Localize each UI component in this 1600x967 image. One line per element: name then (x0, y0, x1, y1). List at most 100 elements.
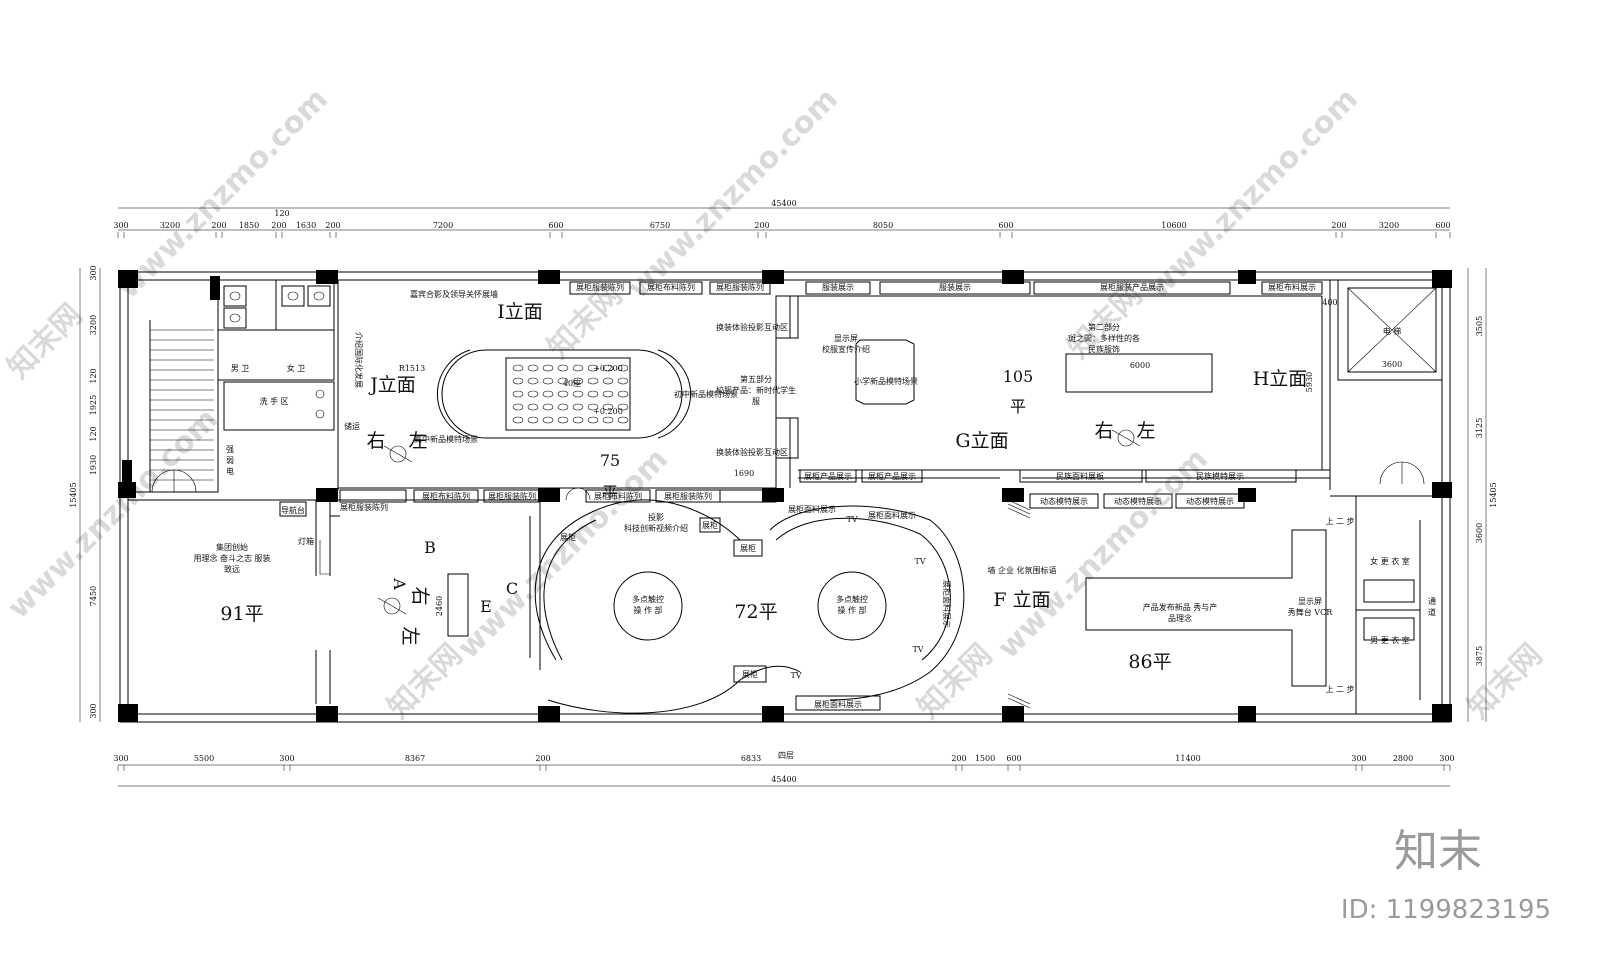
label-female-dress: 女 更 衣 室 (1370, 556, 1410, 566)
label-weak-strong-power: 强弱电 (226, 445, 234, 476)
orient-left-105: 左 (1136, 420, 1155, 442)
label-vip-wall: 嘉宾合影及领导关怀展墙 (410, 289, 498, 299)
label-bot-cab4: 展柜布料陈列 (594, 491, 642, 501)
label-fabric-3: 展柜面料展示 (942, 580, 952, 628)
elevation-B: B (424, 538, 436, 557)
label-g-cab2: 展柜产品展示 (868, 471, 916, 481)
elevation-H: H立面 (1253, 368, 1308, 390)
label-tv-1: TV (846, 515, 857, 524)
watermark-text: 知末网 (381, 637, 469, 725)
orient-left-75: 左 (408, 430, 427, 452)
dim-1690: 1690 (734, 469, 754, 478)
dim-overall-top: 45400 (771, 199, 796, 208)
dim-bottom-4: 200 (535, 754, 550, 763)
dim-bottom-5: 6833 (741, 754, 761, 763)
dim-bottom-10: 300 (1351, 754, 1366, 763)
label-cab1: 展柜服装陈列 (576, 282, 624, 292)
label-womens-toilet: 女 卫 (287, 363, 306, 373)
label-launch: 产品发布新品 秀与产品理念 (1143, 602, 1218, 623)
label-part5: 第五部分校服产品：新时代学生服 (716, 374, 796, 406)
watermark-text: 知末网 (1, 297, 89, 385)
dim-left-5: 1930 (89, 455, 98, 475)
orient-right-75: 右 (366, 430, 385, 452)
label-mens-toilet: 男 卫 (231, 364, 250, 373)
room-72-area: 72平 (734, 601, 777, 623)
dim-left-6: 7450 (89, 586, 98, 606)
label-cab-top-g2: 服装展示 (939, 282, 971, 292)
label-step-up: 上 二 步 (1325, 517, 1354, 526)
label-bot-cab5: 展柜服装陈列 (664, 491, 712, 501)
label-seats: 40座 (563, 378, 581, 388)
floor-label: 四层 (778, 751, 794, 760)
label-high-school: 高中新品模特场景 (414, 434, 478, 444)
label-tv-3: TV (912, 645, 923, 654)
label-primary-school: 小学新品模特场景 (854, 376, 918, 386)
label-elevator: 电 梯 (1383, 326, 1402, 336)
label-light-box: 灯箱 (298, 536, 314, 546)
dim-bottom-7: 1500 (975, 754, 995, 763)
dim-bottom-1: 5500 (194, 754, 214, 763)
label-male-dress: 男 更 衣 室 (1370, 635, 1410, 645)
label-bot-cab1: 展柜服装陈列 (340, 502, 388, 512)
dim-top-2: 200 (211, 221, 226, 230)
label-dock: 储运 (344, 421, 360, 431)
watermark-text: www.znzmo.com (451, 442, 675, 666)
elevation-F: F 立面 (993, 589, 1050, 611)
dim-top-8: 600 (548, 221, 563, 230)
dim-r1513: R1513 (399, 364, 425, 373)
dim-overall-bottom: 45400 (771, 775, 796, 784)
label-vip-side: 介绍国际化发展 (354, 332, 364, 388)
label-showcase-1: 展柜 (702, 520, 718, 530)
label-fabric-1: 展柜面料展示 (788, 504, 836, 514)
elevation-J: J立面 (368, 374, 416, 396)
label-cab3: 展柜服装陈列 (716, 282, 764, 292)
label-display-screen: 显示屏校服宣传介绍 (822, 334, 870, 354)
dim-right-2: 3600 (1475, 523, 1484, 543)
dim-bottom-8: 600 (1006, 754, 1021, 763)
interior-walls (127, 279, 1443, 714)
dim-top-10: 200 (754, 221, 769, 230)
dim-top-3: 1850 (239, 221, 259, 230)
dim-top-small: 120 (274, 209, 289, 218)
dim-top-11: 8050 (873, 221, 893, 230)
label-fabric-4: 展柜面料展示 (814, 699, 862, 709)
dim-right-total: 15405 (1489, 482, 1498, 507)
label-dyn3: 动态模特展示 (1186, 496, 1234, 506)
dim-bottom-9: 11400 (1175, 754, 1200, 763)
label-touch-1: 多点触控操 作 部 (632, 594, 664, 615)
view-markers (377, 429, 1141, 615)
label-g-cab4: 民族模特展示 (1196, 471, 1244, 481)
label-corporate: 墙 企业 化氛围标语 (987, 565, 1056, 575)
dim-top-16: 600 (1435, 221, 1450, 230)
label-g-cab3: 民族面料展板 (1056, 471, 1104, 481)
label-bot-cab2: 展柜布料陈列 (422, 491, 470, 501)
orient-left-B: 左 (399, 626, 421, 645)
dim-6000: 6000 (1130, 361, 1150, 370)
label-cab-top-g4: 展柜布料展示 (1268, 282, 1316, 292)
dim-top-7: 7200 (433, 221, 453, 230)
dim-bottom-2: 300 (279, 754, 294, 763)
label-cab-top-g3: 展柜服装产品展示 (1100, 282, 1164, 292)
dim-top-14: 200 (1331, 221, 1346, 230)
label-touch-2: 多点触控操 作 部 (836, 594, 868, 615)
label-showcase-4: 展柜 (560, 532, 576, 542)
elevation-E: E (480, 597, 492, 616)
exhibit-furniture (319, 281, 1323, 714)
dim-top-0: 300 (113, 221, 128, 230)
dim-right-3: 3875 (1475, 646, 1484, 666)
room-86-area: 86平 (1128, 651, 1171, 673)
dim-right-0: 3505 (1475, 316, 1484, 336)
watermark-layer: 知末网 www.znzmo.com 知末网 www.znzmo.com 知末网 … (1, 82, 1549, 726)
dim-left-7: 300 (89, 703, 98, 718)
dimension-lines (79, 207, 1487, 787)
label-group-intro: 集团创始用理念 奋斗之志 服装致远 (193, 542, 270, 574)
label-step-down: 上 二 步 (1325, 685, 1354, 694)
dim-left-3: 1925 (89, 395, 98, 415)
elevation-A: A (390, 577, 409, 590)
label-nav-desk: 导航台 (281, 505, 305, 515)
watermark-text: www.znzmo.com (1, 402, 225, 626)
dim-2460: 2460 (435, 596, 444, 616)
dim-top-12: 600 (998, 221, 1013, 230)
